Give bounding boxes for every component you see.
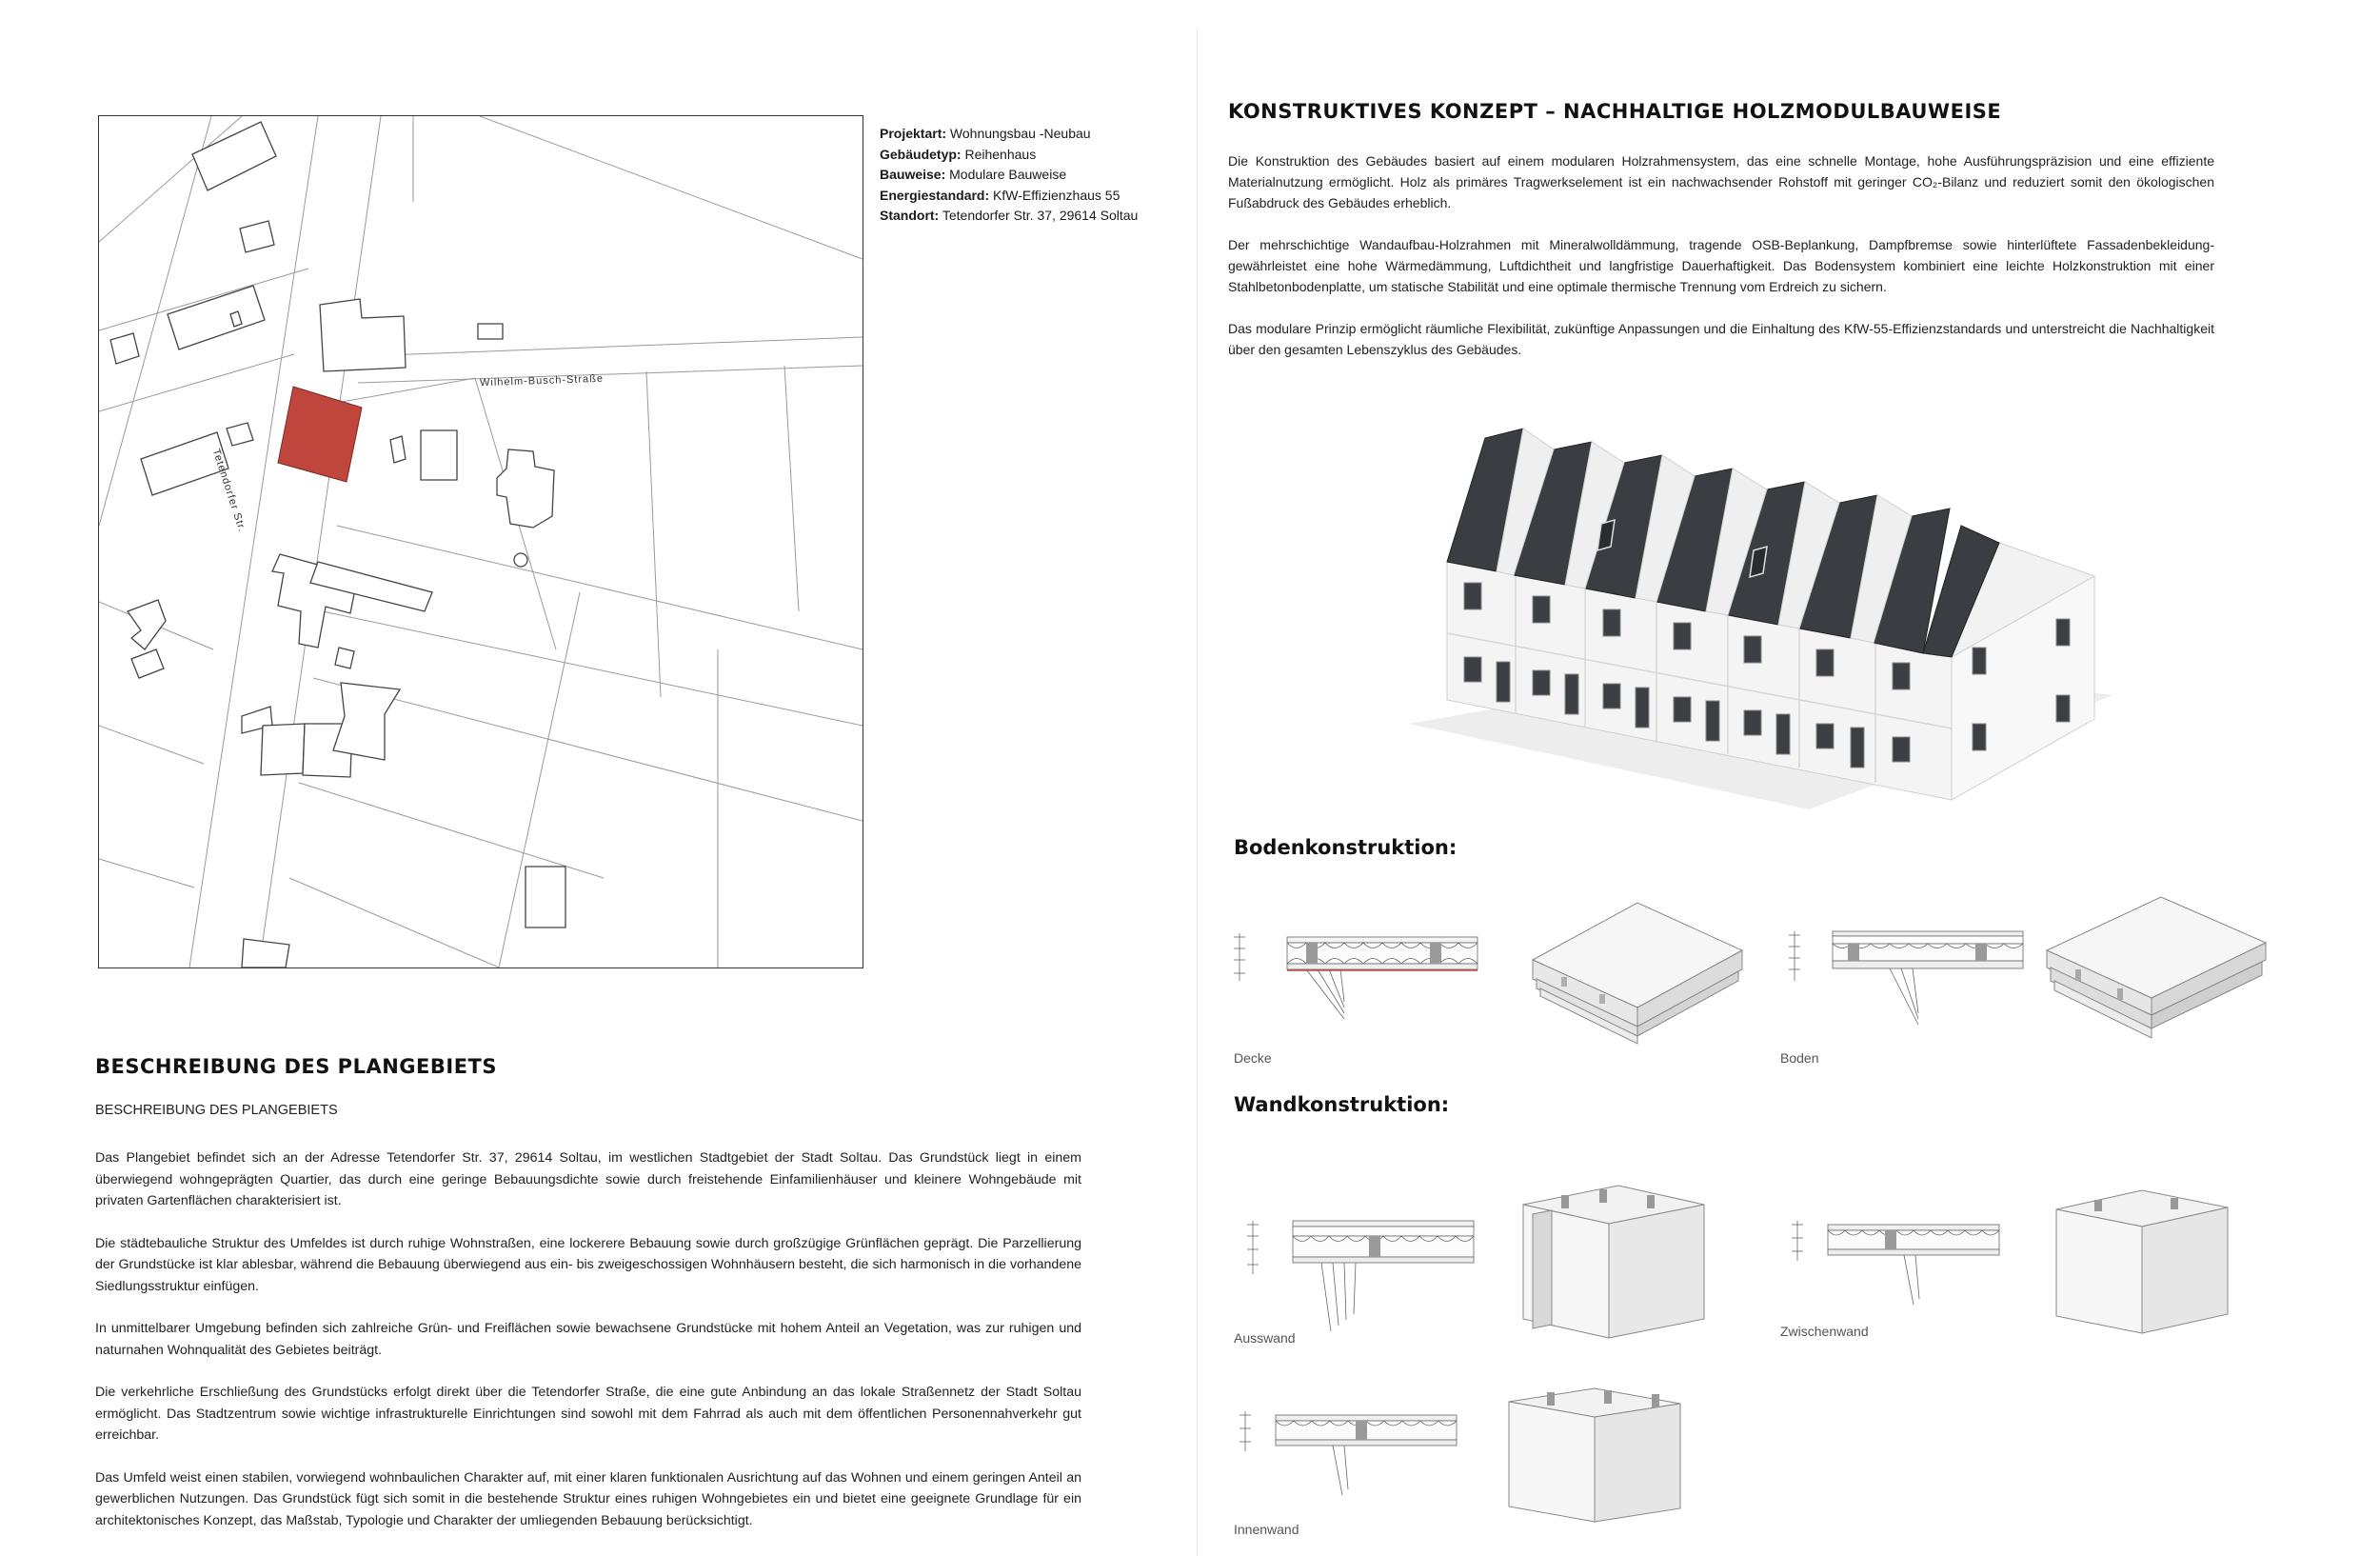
decke-section-drawing xyxy=(1230,924,1487,1028)
project-info-row: Projektart: Wohnungsbau -Neubau xyxy=(880,124,1165,145)
ausswand-3d-drawing xyxy=(1504,1176,1714,1343)
site-plan-map: Tetendorfer Str. Wilhelm-Busch-Straße xyxy=(98,115,863,968)
paragraph: Der mehrschichtige Wandaufbau-Holzrahmen… xyxy=(1228,237,2214,294)
zwischenwand-3d-svg xyxy=(2055,1189,2229,1334)
paragraph: Die städtebauliche Struktur des Umfeldes… xyxy=(95,1235,1081,1294)
decke-3d-drawing xyxy=(1523,884,1752,1055)
left-section-subtitle: BESCHREIBUNG DES PLANGEBIETS xyxy=(95,1103,338,1118)
wand-section-title: Wandkonstruktion: xyxy=(1234,1093,1450,1116)
caption-zwischenwand: Zwischenwand xyxy=(1780,1324,1869,1339)
ausswand-3d-svg xyxy=(1522,1185,1705,1339)
decke-section-svg xyxy=(1234,933,1478,1020)
left-section-title: BESCHREIBUNG DES PLANGEBIETS xyxy=(95,1055,497,1078)
right-body-text: Die Konstruktion des Gebäudes basiert au… xyxy=(1228,150,2214,381)
caption-decke: Decke xyxy=(1234,1050,1272,1066)
info-label: Energiestandard: xyxy=(880,187,990,203)
caption-innenwand: Innenwand xyxy=(1234,1522,1299,1537)
innenwand-3d-drawing xyxy=(1490,1379,1699,1531)
right-section-title: KONSTRUKTIVES KONZEPT – NACHHALTIGE HOLZ… xyxy=(1228,100,2002,123)
project-info-row: Gebäudetyp: Reihenhaus xyxy=(880,145,1165,166)
innenwand-section-drawing xyxy=(1238,1398,1466,1503)
paragraph: In unmittelbarer Umgebung befinden sich … xyxy=(95,1321,1081,1358)
ausswand-section-svg xyxy=(1247,1220,1475,1332)
zwischenwand-section-drawing xyxy=(1790,1207,2009,1312)
boden-3d-svg xyxy=(2045,896,2268,1039)
info-label: Bauweise: xyxy=(880,167,946,182)
modular-rowhouse-rendering xyxy=(1390,371,2209,828)
boden-section-title: Bodenkonstruktion: xyxy=(1234,836,1458,859)
info-value: Wohnungsbau -Neubau xyxy=(949,126,1091,141)
site-plan-drawing xyxy=(99,116,863,968)
info-value: Reihenhaus xyxy=(964,146,1037,162)
paragraph: Das modulare Prinzip ermöglicht räumlich… xyxy=(1228,321,2214,357)
info-label: Projektart: xyxy=(880,126,947,141)
zwischenwand-3d-drawing xyxy=(2047,1181,2237,1338)
innenwand-3d-svg xyxy=(1508,1387,1681,1523)
paragraph: Das Plangebiet befindet sich an der Adre… xyxy=(95,1150,1081,1208)
boden-section-drawing xyxy=(1785,924,2033,1028)
info-value: KfW-Effizienzhaus 55 xyxy=(993,187,1121,203)
info-value: Modulare Bauweise xyxy=(949,167,1067,182)
caption-ausswand: Ausswand xyxy=(1234,1330,1296,1346)
caption-boden: Boden xyxy=(1780,1050,1819,1066)
rowhouse-illustration xyxy=(1409,428,2113,809)
project-info-row: Bauweise: Modulare Bauweise xyxy=(880,165,1165,186)
info-label: Gebäudetyp: xyxy=(880,146,962,162)
innenwand-section-svg xyxy=(1240,1411,1458,1496)
decke-3d-svg xyxy=(1531,902,1744,1045)
paragraph: Die Konstruktion des Gebäudes basiert au… xyxy=(1228,153,2214,210)
paragraph: Das Umfeld weist einen stabilen, vorwieg… xyxy=(95,1469,1081,1528)
left-body-text: Das Plangebiet befindet sich an der Adre… xyxy=(95,1147,1081,1552)
zwischenwand-section-svg xyxy=(1792,1221,2000,1306)
project-info: Projektart: Wohnungsbau -Neubau Gebäudet… xyxy=(880,124,1165,227)
paragraph: Die verkehrliche Erschließung des Grunds… xyxy=(95,1385,1081,1443)
page-divider xyxy=(1197,29,1198,1556)
boden-3d-drawing xyxy=(2037,884,2275,1055)
boden-section-svg xyxy=(1789,930,2024,1026)
project-info-row: Energiestandard: KfW-Effizienzhaus 55 xyxy=(880,186,1165,207)
info-label: Standort: xyxy=(880,208,940,223)
info-value: Tetendorfer Str. 37, 29614 Soltau xyxy=(942,208,1139,223)
ausswand-section-drawing xyxy=(1245,1207,1483,1341)
project-info-row: Standort: Tetendorfer Str. 37, 29614 Sol… xyxy=(880,206,1165,227)
